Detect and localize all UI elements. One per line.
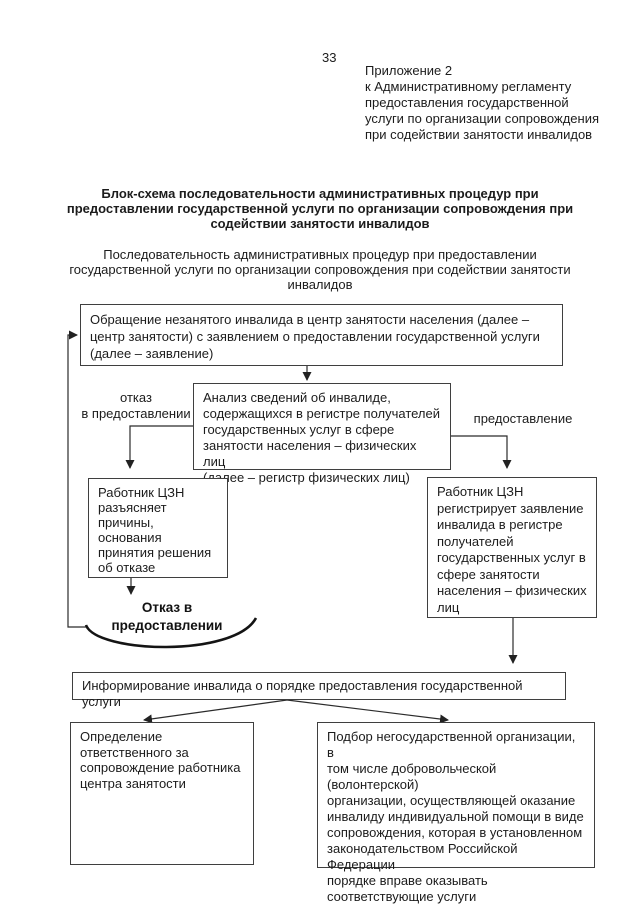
terminator-refusal: Отказ в предоставлении — [111, 600, 223, 633]
node-application: Обращение незанятого инвалида в центр за… — [80, 304, 563, 366]
node-informing: Информирование инвалида о порядке предос… — [72, 672, 566, 709]
appendix-note: Приложение 2 к Административному регламе… — [365, 63, 600, 142]
connector-feedback-refusal-to-application — [67, 330, 86, 628]
node-refusal-explain: Работник ЦЗН разъясняет причины, основан… — [88, 478, 228, 578]
connector-analysis-to-refusal — [125, 425, 193, 469]
document-subtitle: Последовательность административных проц… — [69, 247, 571, 292]
page-number: 33 — [322, 50, 337, 65]
document-title: Блок-схема последовательности администра… — [66, 186, 574, 231]
node-assign-worker: Определение ответственного за сопровожде… — [70, 722, 254, 865]
edge-label-provide: предоставление — [473, 411, 573, 426]
edge-label-refuse: отказ в предоставлении — [81, 390, 191, 421]
connector-informing-to-assign — [143, 699, 288, 724]
node-register: Работник ЦЗН регистрирует заявление инва… — [427, 477, 597, 618]
node-analysis: Анализ сведений об инвалиде, содержащихс… — [193, 383, 451, 485]
connector-informing-to-ngo — [286, 699, 449, 724]
connector-analysis-to-register — [451, 435, 512, 469]
node-ngo-selection: Подбор негосударственной организации, в … — [317, 722, 595, 904]
